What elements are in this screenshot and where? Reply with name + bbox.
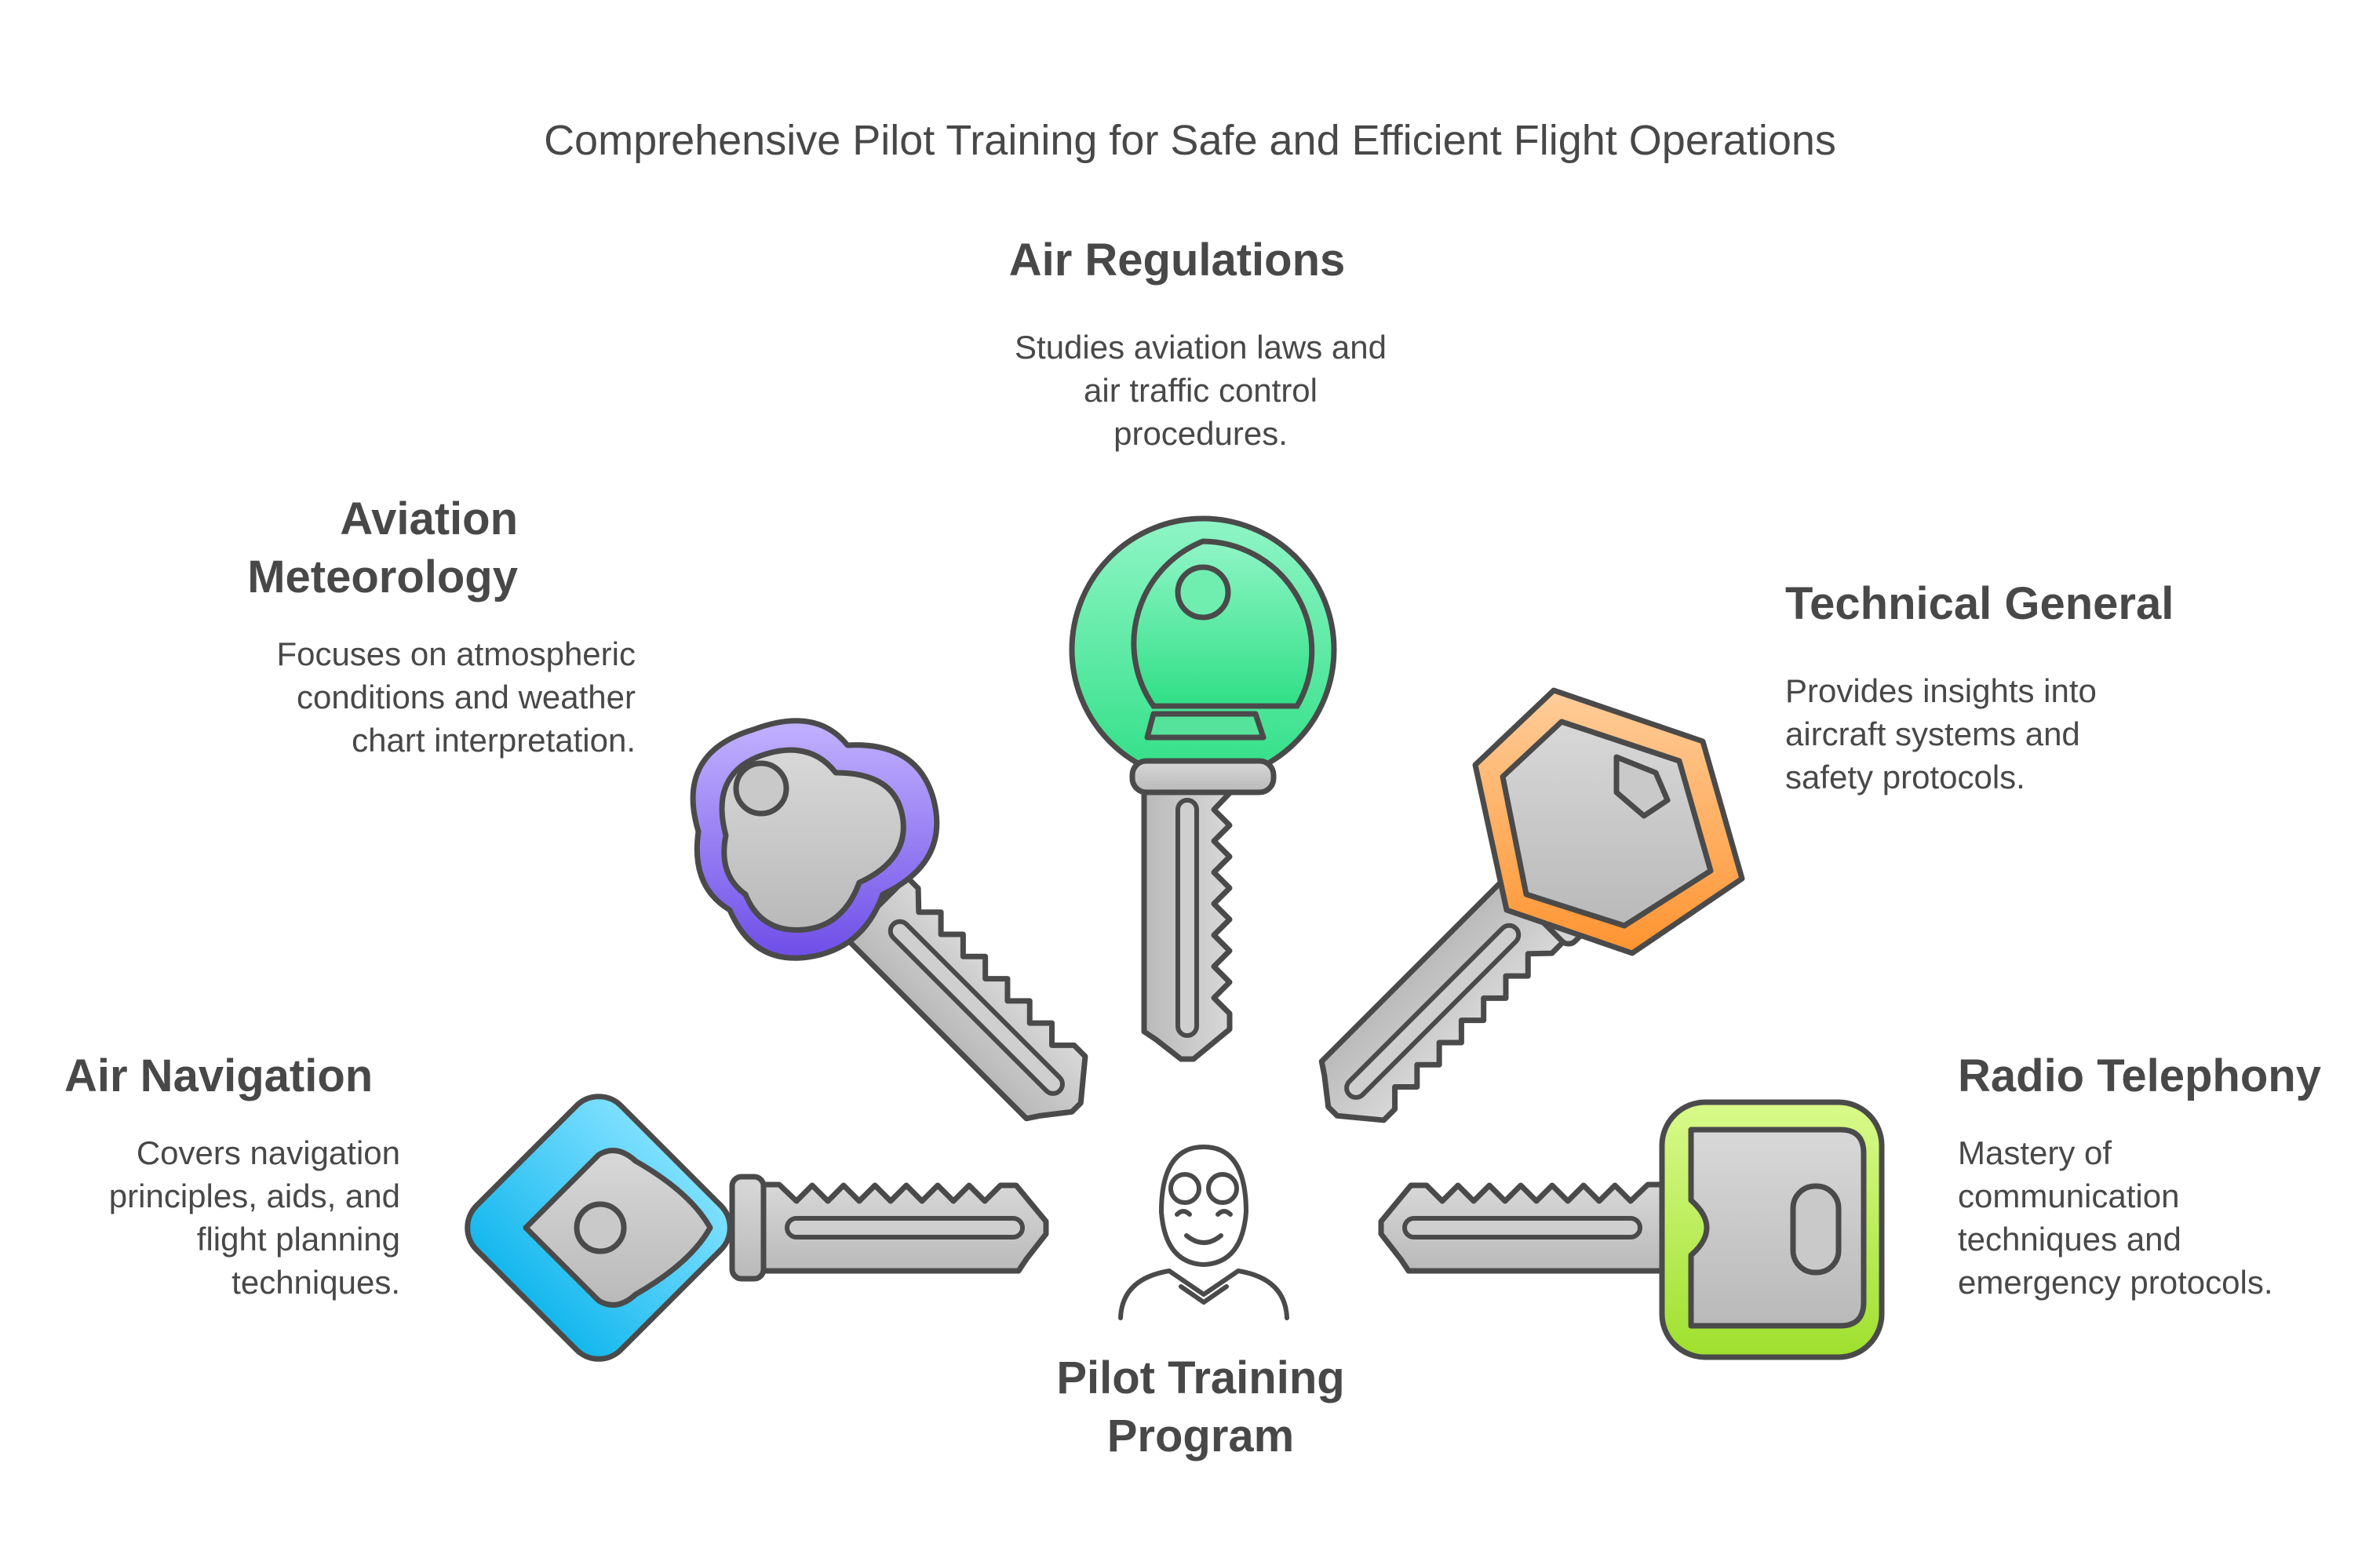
pilot-icon — [1118, 1145, 1289, 1320]
aviation-meteorology-description: Focuses on atmospheric conditions and we… — [276, 635, 636, 759]
radio-telephony-description: Mastery of communication techniques and … — [1958, 1134, 2273, 1301]
technical-general-key-icon — [1296, 687, 1745, 1148]
air-navigation-key-icon — [465, 1094, 1046, 1362]
air-regulations-key-icon — [1069, 515, 1337, 1059]
technical-general-title: Technical General — [1785, 578, 2174, 629]
air-regulations-description: Studies aviation laws and air traffic co… — [1015, 329, 1387, 452]
center-label: Pilot Training Program — [1056, 1352, 1345, 1462]
radio-telephony-key-icon — [1381, 1099, 1885, 1360]
radio-telephony-title: Radio Telephony — [1958, 1050, 2321, 1101]
air-navigation-title: Air Navigation — [64, 1050, 374, 1101]
air-navigation-description: Covers navigation principles, aids, and … — [108, 1134, 400, 1301]
technical-general-description: Provides insights into aircraft systems … — [1785, 672, 2097, 795]
aviation-meteorology-title: Aviation Meteorology — [247, 493, 518, 602]
air-regulations-title: Air Regulations — [1008, 235, 1346, 286]
aviation-meteorology-key-icon — [690, 718, 1113, 1144]
diagram-title: Comprehensive Pilot Training for Safe an… — [544, 117, 1836, 164]
